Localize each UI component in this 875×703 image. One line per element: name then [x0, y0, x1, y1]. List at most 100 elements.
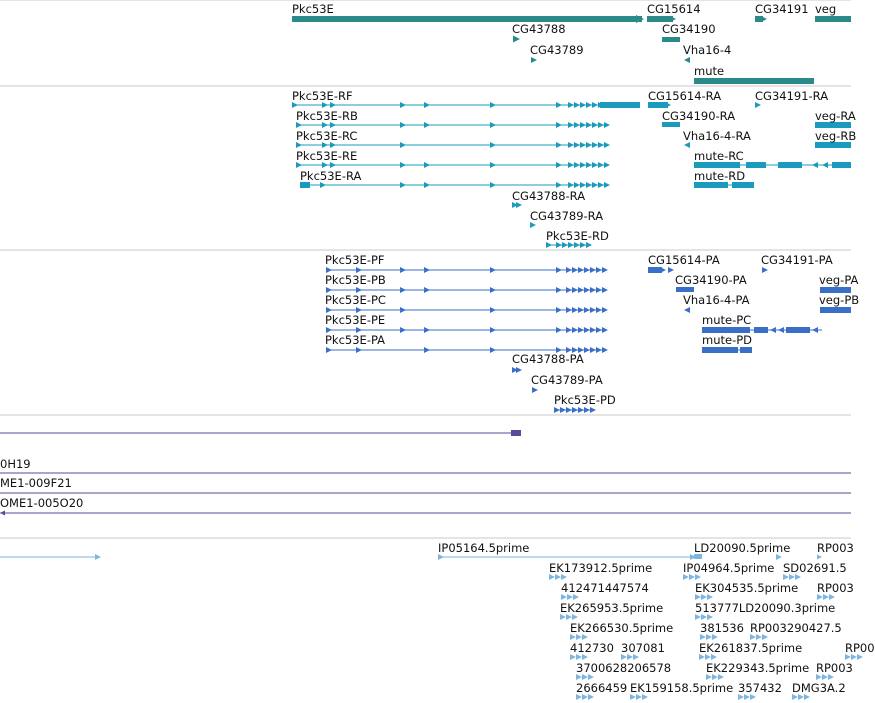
est-feature-sd02691[interactable] [789, 574, 795, 580]
protein-pkc53e-pe[interactable] [596, 327, 602, 333]
gene-feature-veg[interactable] [815, 16, 851, 22]
transcript-pkc53e-ra[interactable] [568, 182, 574, 188]
transcript-pkc53e-re[interactable] [556, 162, 562, 168]
est-feature-rp003[interactable] [822, 674, 828, 680]
est-feature-357432[interactable] [744, 694, 750, 700]
transcript-pkc53e-rc[interactable] [490, 142, 496, 148]
protein-pkc53e-pb[interactable] [596, 287, 602, 293]
est-feature-ip04964[interactable] [689, 574, 695, 580]
protein-pkc53e-pb[interactable] [400, 287, 406, 293]
protein-pkc53e-pc[interactable] [572, 307, 578, 313]
est-feature-412471447574[interactable] [567, 594, 573, 600]
protein-mute-pc[interactable] [702, 327, 750, 333]
protein-veg-pa[interactable] [820, 287, 851, 293]
transcript-pkc53e-re[interactable] [568, 162, 574, 168]
est-feature-ip05164[interactable] [438, 554, 444, 560]
transcript-pkc53e-rf[interactable] [568, 102, 574, 108]
protein-pkc53e-pe[interactable] [556, 327, 562, 333]
est-feature-ek265953[interactable] [572, 614, 578, 620]
protein-pkc53e-pd[interactable] [560, 407, 566, 413]
transcript-pkc53e-rf[interactable] [322, 102, 328, 108]
protein-pkc53e-pb[interactable] [424, 287, 430, 293]
transcript-mute-rc[interactable] [778, 162, 802, 168]
gene-feature-cg34190[interactable] [662, 37, 680, 42]
est-feature-dmg3a[interactable] [792, 694, 798, 700]
protein-pkc53e-pf[interactable] [602, 267, 608, 273]
transcript-cg15614-ra[interactable] [665, 102, 671, 108]
transcript-mute-rc[interactable] [832, 162, 851, 168]
transcript-cg34191-ra[interactable] [755, 102, 761, 108]
transcript-pkc53e-re[interactable] [296, 162, 302, 168]
transcript-pkc53e-rf[interactable] [592, 102, 598, 108]
transcript-pkc53e-ra[interactable] [490, 182, 496, 188]
est-feature-ip05164[interactable] [690, 554, 696, 560]
est-feature-rp003[interactable] [829, 594, 835, 600]
protein-pkc53e-pc[interactable] [566, 307, 572, 313]
protein-pkc53e-pf[interactable] [578, 267, 584, 273]
protein-pkc53e-pa[interactable] [584, 347, 590, 353]
est-feature-3700628206578[interactable] [582, 674, 588, 680]
protein-pkc53e-pb[interactable] [578, 287, 584, 293]
transcript-pkc53e-ra[interactable] [592, 182, 598, 188]
transcript-pkc53e-rb[interactable] [574, 122, 580, 128]
transcript-pkc53e-rb[interactable] [490, 122, 496, 128]
transcript-pkc53e-rc[interactable] [568, 142, 574, 148]
transcript-pkc53e-re[interactable] [574, 162, 580, 168]
est-feature-2666459[interactable] [582, 694, 588, 700]
protein-pkc53e-pd[interactable] [554, 407, 560, 413]
est-feature-381536[interactable] [706, 634, 712, 640]
gene-feature-mute[interactable] [694, 78, 814, 84]
transcript-pkc53e-re[interactable] [604, 162, 610, 168]
transcript-pkc53e-rf[interactable] [574, 102, 580, 108]
transcript-pkc53e-rc[interactable] [322, 142, 328, 148]
est-feature-rp003[interactable] [823, 594, 829, 600]
transcript-pkc53e-re[interactable] [598, 162, 604, 168]
protein-pkc53e-pf[interactable] [356, 267, 362, 273]
est-feature-rp003[interactable] [828, 674, 834, 680]
transcript-pkc53e-rc[interactable] [556, 142, 562, 148]
est-feature-dmg3a[interactable] [798, 694, 804, 700]
transcript-pkc53e-re[interactable] [580, 162, 586, 168]
transcript-pkc53e-rc[interactable] [330, 142, 336, 148]
protein-mute-pc[interactable] [770, 327, 776, 333]
protein-pkc53e-pe[interactable] [602, 327, 608, 333]
protein-pkc53e-pd[interactable] [578, 407, 584, 413]
est-feature-381536[interactable] [700, 634, 706, 640]
protein-pkc53e-pa[interactable] [490, 347, 496, 353]
est-feature-513777ld20090[interactable] [695, 614, 701, 620]
transcript-cg43789-ra[interactable] [530, 222, 536, 228]
est-feature-3700628206578[interactable] [588, 674, 594, 680]
protein-pkc53e-pe[interactable] [590, 327, 596, 333]
protein-pkc53e-pf[interactable] [566, 267, 572, 273]
transcript-veg-rb[interactable] [815, 142, 851, 148]
protein-pkc53e-pa[interactable] [556, 347, 562, 353]
transcript-pkc53e-rf[interactable] [424, 102, 430, 108]
est-feature-ek261837[interactable] [699, 654, 705, 660]
est-feature-3700628206578[interactable] [576, 674, 582, 680]
transcript-pkc53e-rc[interactable] [604, 142, 610, 148]
protein-pkc53e-pc[interactable] [400, 307, 406, 313]
transcript-pkc53e-rd[interactable] [556, 242, 562, 248]
protein-pkc53e-pc[interactable] [590, 307, 596, 313]
transcript-cg34190-ra[interactable] [662, 122, 680, 127]
protein-pkc53e-pc[interactable] [356, 307, 362, 313]
est-feature-357432[interactable] [738, 694, 744, 700]
est-feature-ek304535[interactable] [707, 594, 713, 600]
protein-pkc53e-pb[interactable] [490, 287, 496, 293]
est-feature-ek304535[interactable] [701, 594, 707, 600]
est-feature-307081[interactable] [621, 654, 627, 660]
protein-veg-pb[interactable] [820, 307, 851, 313]
est-feature-ek159158[interactable] [636, 694, 642, 700]
protein-pkc53e-pb[interactable] [326, 287, 332, 293]
est-feature-381536[interactable] [712, 634, 718, 640]
protein-pkc53e-pd[interactable] [584, 407, 590, 413]
protein-pkc53e-pb[interactable] [572, 287, 578, 293]
protein-pkc53e-pa[interactable] [590, 347, 596, 353]
transcript-pkc53e-rc[interactable] [580, 142, 586, 148]
transcript-pkc53e-re[interactable] [400, 162, 406, 168]
transcript-pkc53e-rb[interactable] [598, 122, 604, 128]
protein-pkc53e-pe[interactable] [356, 327, 362, 333]
protein-pkc53e-pa[interactable] [326, 347, 332, 353]
est-feature-412730[interactable] [576, 654, 582, 660]
transcript-mute-rc[interactable] [812, 162, 818, 168]
